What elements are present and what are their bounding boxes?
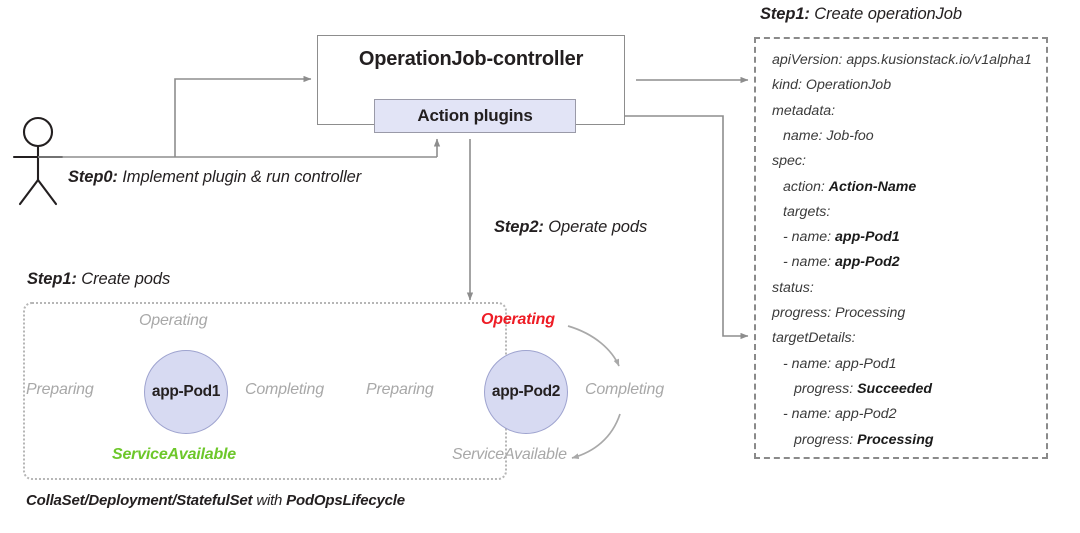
footer-caption: CollaSet/Deployment/StatefulSet with Pod… (26, 492, 405, 509)
pod-circle-app-pod2[interactable]: app-Pod2 (484, 350, 568, 434)
pod1-state-operating: Operating (139, 312, 208, 329)
step1-job-caption: Step1: Create operationJob (760, 5, 962, 24)
yaml-line-8-value: app-Pod2 (835, 254, 900, 271)
footer-workloads: CollaSet/Deployment/StatefulSet (26, 492, 253, 509)
step0-lead: Step0: (68, 168, 118, 186)
actor-icon (12, 116, 64, 206)
step1-pods-text: Create pods (76, 270, 171, 288)
yaml-line-4: spec: (772, 153, 806, 170)
yaml-line-5: action: Action-Name (783, 178, 917, 195)
yaml-line-12: - name: app-Pod1 (783, 355, 897, 372)
step2-text: Operate pods (543, 218, 648, 236)
step0-caption: Step0: Implement plugin & run controller (68, 168, 361, 187)
pod1-state-completing: Completing (245, 381, 324, 398)
yaml-line-8: - name: app-Pod2 (783, 254, 900, 271)
pod2-state-serviceavailable: ServiceAvailable (452, 446, 567, 463)
yaml-line-15: progress: Processing (794, 431, 934, 448)
operationjob-yaml-panel[interactable] (754, 37, 1048, 459)
step1-pods-caption: Step1: Create pods (27, 270, 170, 289)
yaml-line-0: apiVersion: apps.kusionstack.io/v1alpha1 (772, 52, 1032, 68)
step2-lead: Step2: (494, 218, 544, 236)
yaml-line-5-value: Action-Name (828, 178, 917, 195)
yaml-line-10: progress: Processing (772, 305, 906, 321)
yaml-line-2: metadata: (772, 102, 836, 119)
footer-lifecycle: PodOpsLifecycle (286, 492, 405, 509)
yaml-line-15-value: Processing (857, 431, 934, 448)
pod2-state-completing: Completing (585, 381, 664, 398)
step1-pods-lead: Step1: (27, 270, 77, 288)
yaml-line-6: targets: (783, 203, 831, 220)
pod1-state-preparing: Preparing (26, 381, 94, 398)
yaml-line-13-value: Succeeded (857, 380, 933, 397)
pod-circle-app-pod1[interactable]: app-Pod1 (144, 350, 228, 434)
pod1-state-serviceavailable: ServiceAvailable (112, 446, 236, 463)
yaml-line-11: targetDetails: (772, 330, 856, 347)
yaml-line-9: status: (772, 279, 814, 296)
step1-job-lead: Step1: (760, 5, 810, 23)
yaml-line-7-value: app-Pod1 (835, 229, 900, 246)
step2-caption: Step2: Operate pods (494, 218, 647, 237)
operationjob-controller-title: OperationJob-controller (358, 48, 584, 70)
yaml-line-1: kind: OperationJob (772, 77, 892, 94)
action-plugins-box[interactable]: Action plugins (374, 99, 576, 133)
footer-mid: with (252, 492, 287, 509)
yaml-line-14: - name: app-Pod2 (783, 406, 897, 423)
yaml-line-13: progress: Succeeded (794, 380, 933, 397)
step1-job-text: Create operationJob (809, 5, 962, 23)
pod2-state-operating: Operating (481, 311, 555, 328)
yaml-line-3: name: Job-foo (783, 127, 874, 144)
step0-text: Implement plugin & run controller (117, 168, 362, 186)
yaml-line-7: - name: app-Pod1 (783, 229, 900, 246)
pod2-state-preparing: Preparing (366, 381, 434, 398)
